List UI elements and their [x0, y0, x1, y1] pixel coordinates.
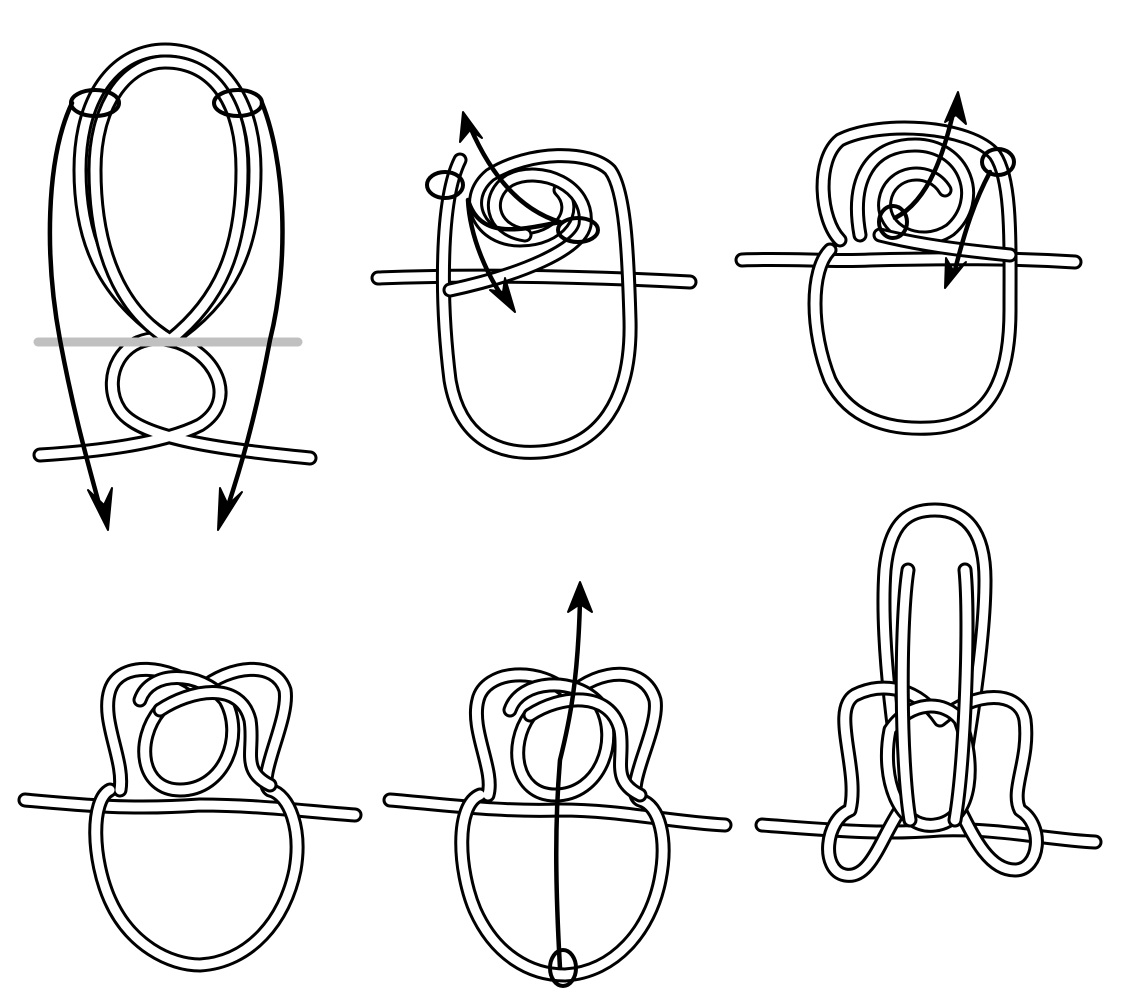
step-4-panel	[17, 661, 363, 973]
arrowhead-up-icon	[567, 581, 593, 613]
arrow-up	[554, 597, 583, 971]
step-3-panel	[734, 91, 1083, 436]
step-6-panel	[754, 502, 1103, 883]
arrow-double	[465, 119, 563, 303]
arrowhead-down-icon	[944, 257, 967, 289]
arrowhead-up-icon	[459, 111, 483, 143]
ring-right	[980, 147, 1016, 177]
arrow-right	[222, 100, 285, 518]
arrowhead-right-icon	[217, 487, 243, 531]
arrow-left	[47, 100, 105, 518]
arrowhead-up-icon	[944, 91, 967, 125]
arrow-double	[892, 102, 993, 273]
ring-bottom	[548, 948, 578, 988]
rope	[32, 42, 318, 466]
ring-center	[877, 204, 909, 240]
ring-center	[556, 216, 600, 244]
step-1-panel	[32, 42, 318, 531]
step-2-panel	[370, 111, 698, 460]
step-5-panel	[382, 581, 733, 988]
arrowhead-down-icon	[489, 277, 516, 313]
arrowhead-left-icon	[87, 487, 113, 531]
ring-left	[425, 170, 465, 200]
